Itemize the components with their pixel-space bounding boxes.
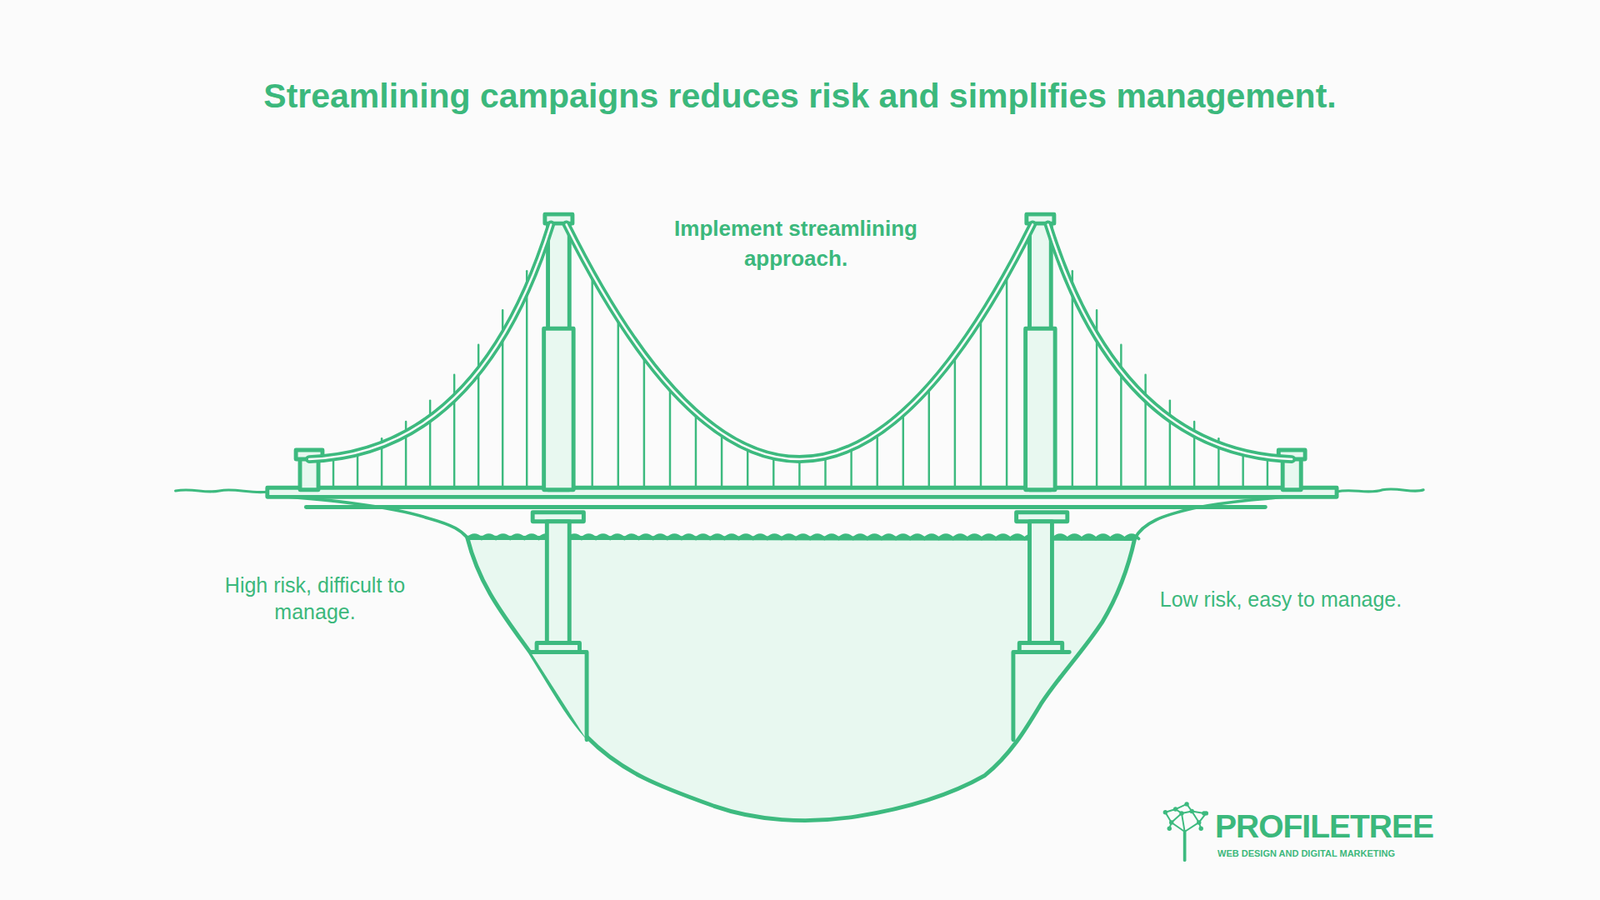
suspender-cable xyxy=(772,459,775,488)
suspender-cable xyxy=(980,320,982,488)
suspender-cable xyxy=(1071,270,1074,488)
suspender-cable xyxy=(669,390,671,489)
right-label: Low risk, easy to manage. xyxy=(1122,585,1440,613)
suspender-cable xyxy=(1266,459,1269,489)
left-pier xyxy=(530,512,587,740)
suspender-cable xyxy=(824,459,826,488)
suspender-cable xyxy=(875,435,878,488)
suspender-cable xyxy=(332,459,335,489)
suspender-cable xyxy=(850,450,852,489)
suspender-cable xyxy=(1144,375,1146,489)
suspender-cable xyxy=(720,435,723,488)
right-bank xyxy=(1135,492,1337,539)
left-label: High risk, difficult to manage. xyxy=(194,571,436,625)
suspender-cable xyxy=(590,276,593,488)
suspender-cable xyxy=(1005,276,1008,488)
logo-tagline: WEB DESIGN AND DIGITAL MARKETING xyxy=(1217,848,1435,860)
suspender-cable xyxy=(954,358,956,489)
logo-tree-icon xyxy=(1163,801,1209,860)
suspender-cable xyxy=(928,390,930,489)
suspender-cable xyxy=(746,450,749,489)
right-tower xyxy=(1025,214,1056,490)
left-bank xyxy=(267,495,468,538)
logo-wordmark: PROFILETREE xyxy=(1215,808,1424,845)
center-label: Implement streamlining approach. xyxy=(637,213,955,274)
horizon-line xyxy=(175,490,268,493)
suspender-cable xyxy=(902,415,905,488)
deck-girder xyxy=(305,505,1265,510)
suspender-cable xyxy=(617,320,620,488)
suspender-cable xyxy=(643,358,645,489)
bridge-deck xyxy=(267,487,1337,497)
suspender-cable xyxy=(525,270,528,488)
horizon-line xyxy=(1336,489,1424,492)
left-tower xyxy=(544,214,575,490)
right-pier xyxy=(1013,512,1070,740)
suspender-cable xyxy=(798,462,800,489)
suspender-cable xyxy=(695,415,697,488)
diagram-title: Streamlining campaigns reduces risk and … xyxy=(0,76,1600,116)
